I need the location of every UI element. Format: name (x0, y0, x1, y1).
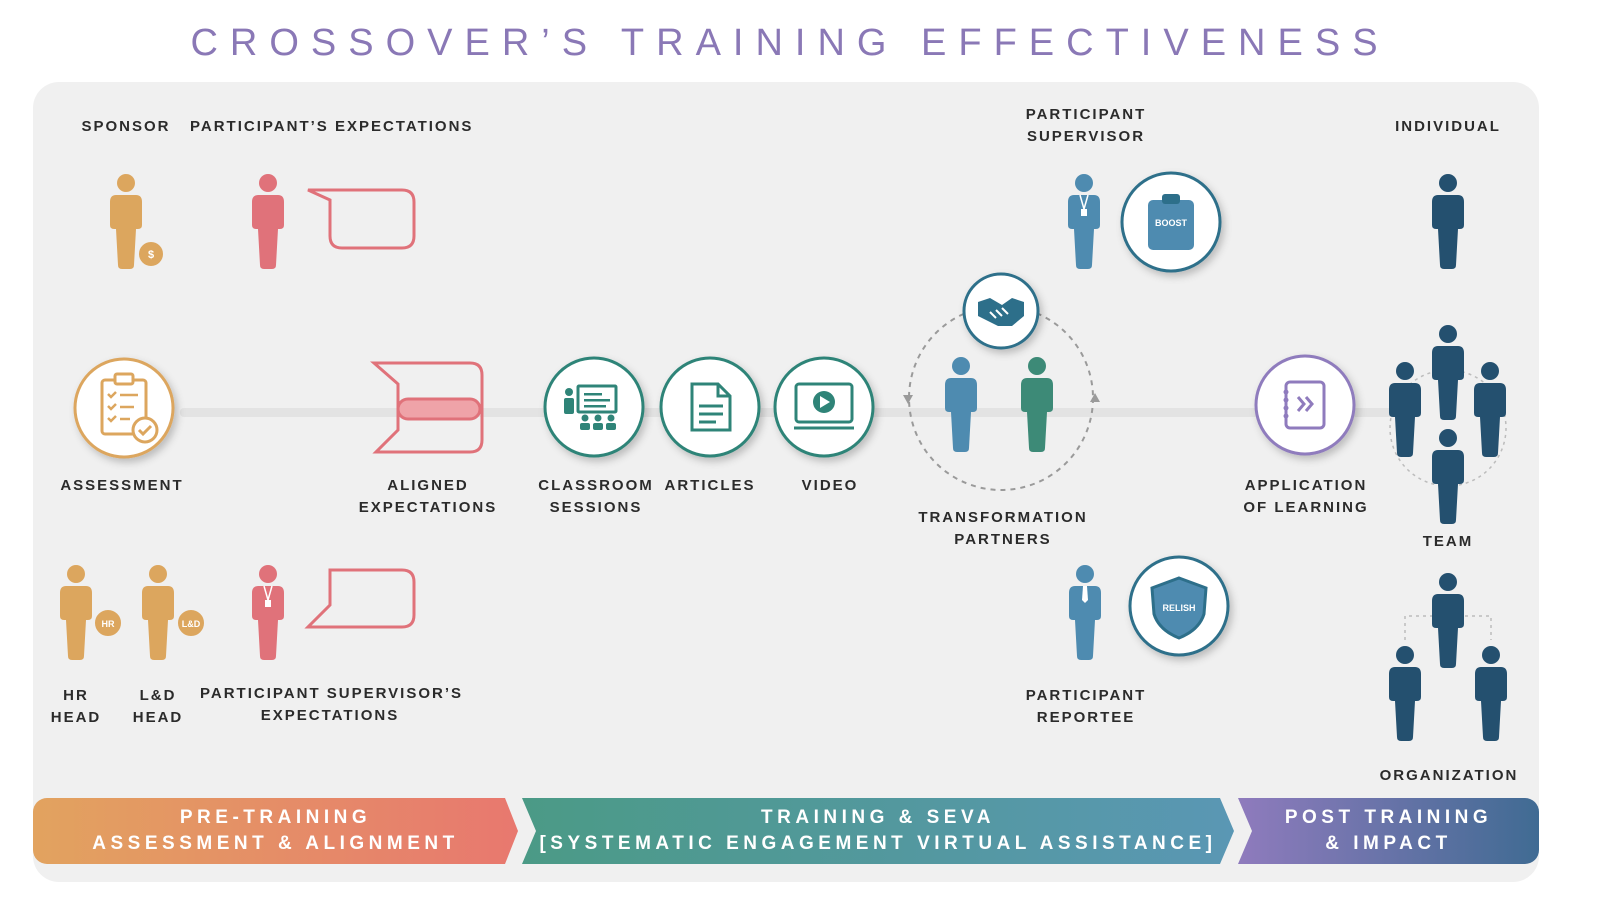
articles-document-icon (659, 356, 761, 458)
partner-person-icon-green (1021, 357, 1053, 452)
supervisor-person-icon (1068, 174, 1100, 269)
id-badge-icon (1079, 194, 1089, 216)
transformation-partners-label: TRANSFORMATION PARTNERS (918, 509, 1088, 548)
supervisor-id-badge-icon (263, 585, 273, 607)
aligned-expectations-label: ALIGNED EXPECTATIONS (358, 477, 498, 516)
assessment-label: ASSESSMENT (60, 477, 184, 494)
phase-training-seva: TRAINING & SEVA [SYSTEMATIC ENGAGEMENT V… (522, 798, 1234, 864)
ld-head-person-icon (142, 565, 174, 660)
application-notebook-icon (1254, 354, 1356, 456)
boost-badge-text: BOOST (1155, 218, 1188, 228)
dollar-badge-icon: $ (137, 240, 165, 268)
supervisor-speech-bubble-icon (304, 568, 416, 629)
hr-head-label: HR HEAD (50, 687, 102, 726)
page-title: CROSSOVER’S TRAINING EFFECTIVENESS (190, 22, 1390, 64)
team-people-icon (1389, 325, 1507, 524)
video-label: VIDEO (801, 477, 859, 494)
individual-person-icon (1432, 174, 1464, 269)
participant-person-icon (252, 174, 284, 269)
participant-supervisor-expectations-label: PARTICIPANT SUPERVISOR’S EXPECTATIONS (200, 685, 464, 724)
ld-badge-icon: L&D (176, 608, 206, 638)
articles-label: ARTICLES (664, 477, 756, 494)
classroom-sessions-label: CLASSROOM SESSIONS (538, 477, 654, 516)
video-play-icon (773, 356, 875, 458)
classroom-presentation-icon (543, 356, 645, 458)
application-of-learning-label: APPLICATION OF LEARNING (1243, 477, 1369, 516)
sponsor-badge-text: $ (148, 249, 154, 261)
hr-badge-icon: HR (93, 608, 123, 638)
ld-badge-text: L&D (182, 619, 201, 629)
hr-badge-text: HR (102, 619, 115, 629)
diagram-panel (33, 82, 1539, 882)
sponsor-label: SPONSOR (81, 118, 171, 135)
organization-label: ORGANIZATION (1379, 767, 1519, 784)
organization-hierarchy-icon (1389, 573, 1507, 741)
reportee-person-icon (1069, 565, 1101, 660)
assessment-clipboard-icon (73, 357, 175, 459)
participant-supervisor-label: PARTICIPANT SUPERVISOR (1025, 106, 1147, 145)
participant-expectations-label: PARTICIPANT’S EXPECTATIONS (190, 118, 474, 135)
relish-badge-text: RELISH (1162, 603, 1195, 613)
phase-pre-training: PRE-TRAINING ASSESSMENT & ALIGNMENT (33, 798, 518, 864)
speech-bubble-icon (307, 188, 416, 250)
phase-post-training: POST TRAINING & IMPACT (1238, 798, 1539, 864)
boost-clipboard-icon: BOOST (1120, 171, 1222, 273)
team-label: TEAM (1422, 533, 1474, 550)
aligned-expectations-icon (370, 361, 484, 454)
partner-person-icon-blue (945, 357, 977, 452)
tie-icon (1082, 586, 1088, 603)
individual-label: INDIVIDUAL (1395, 118, 1501, 135)
relish-shield-icon: RELISH (1128, 555, 1230, 657)
participant-reportee-label: PARTICIPANT REPORTEE (1025, 687, 1147, 726)
participant-supervisor-person-icon (252, 565, 284, 660)
ld-head-label: L&D HEAD (132, 687, 184, 726)
hr-head-person-icon (60, 565, 92, 660)
handshake-icon (962, 272, 1040, 350)
